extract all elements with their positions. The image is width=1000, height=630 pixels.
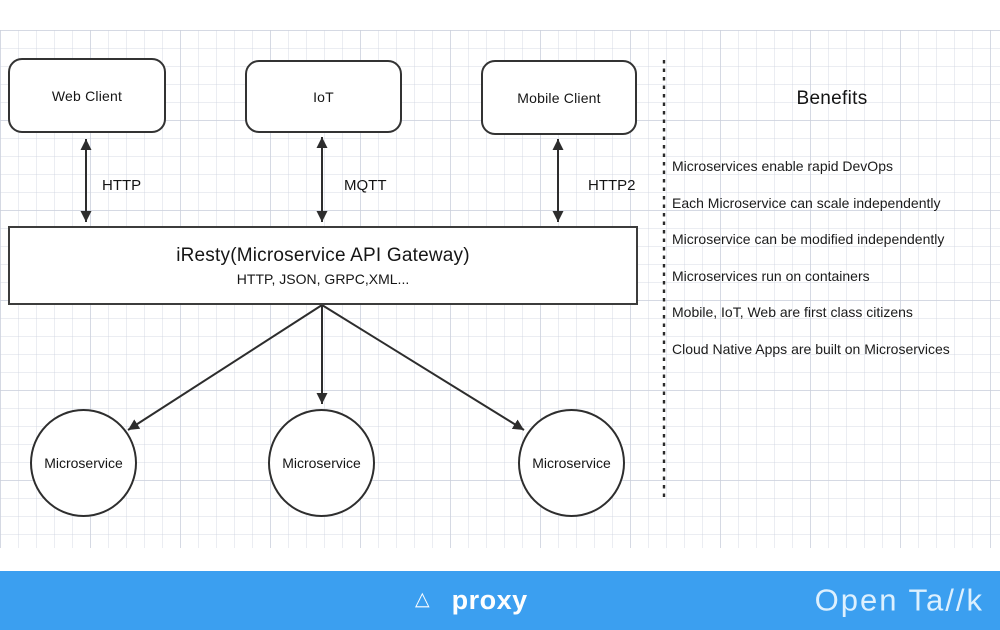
benefit-item: Each Microservice can scale independentl…: [672, 194, 941, 211]
node-microservice-1-label: Microservice: [44, 455, 123, 471]
node-mobile-client-label: Mobile Client: [517, 89, 601, 106]
benefit-item: Microservices enable rapid DevOps: [672, 158, 893, 174]
benefits-panel: Benefits Microservices enable rapid DevO…: [672, 88, 992, 377]
benefit-item: Microservice can be modified independent…: [672, 231, 945, 247]
benefit-item: Mobile, IoT, Web are first class citizen…: [672, 304, 913, 320]
benefit-item: Cloud Native Apps are built on Microserv…: [672, 340, 950, 357]
edge-label-mqtt: MQTT: [344, 177, 387, 194]
gateway-title: iResty(Microservice API Gateway): [176, 244, 470, 266]
brand-cluster: △ proxy: [415, 571, 528, 630]
footer-bar: △ proxy Open Ta//k: [0, 571, 1000, 630]
node-web-client-label: Web Client: [51, 87, 123, 104]
arrow-gateway-microservice-3: [321, 304, 525, 431]
node-iot: IoT: [245, 60, 402, 133]
benefits-title: Benefits: [796, 88, 868, 109]
node-microservice-3: Microservice: [518, 409, 625, 517]
arrow-gateway-microservice-1: [127, 304, 323, 431]
node-web-client: Web Client: [8, 58, 166, 133]
brand-name: proxy: [451, 585, 528, 615]
edge-label-http2: HTTP2: [588, 177, 636, 194]
node-microservice-2-label: Microservice: [282, 455, 361, 471]
opentalk-logo: Open Ta//k: [814, 581, 984, 617]
node-microservice-1: Microservice: [30, 409, 137, 517]
benefits-list: Microservices enable rapid DevOps Each M…: [672, 158, 992, 377]
node-api-gateway: iResty(Microservice API Gateway) HTTP, J…: [8, 226, 638, 305]
edge-label-http: HTTP: [102, 177, 142, 194]
node-mobile-client: Mobile Client: [481, 60, 637, 135]
node-iot-label: IoT: [313, 88, 334, 105]
node-microservice-3-label: Microservice: [532, 455, 611, 471]
node-microservice-2: Microservice: [268, 409, 375, 517]
gateway-subtitle: HTTP, JSON, GRPC,XML...: [236, 270, 410, 287]
benefit-item: Microservices run on containers: [672, 267, 870, 284]
triangle-icon: △: [415, 589, 430, 610]
